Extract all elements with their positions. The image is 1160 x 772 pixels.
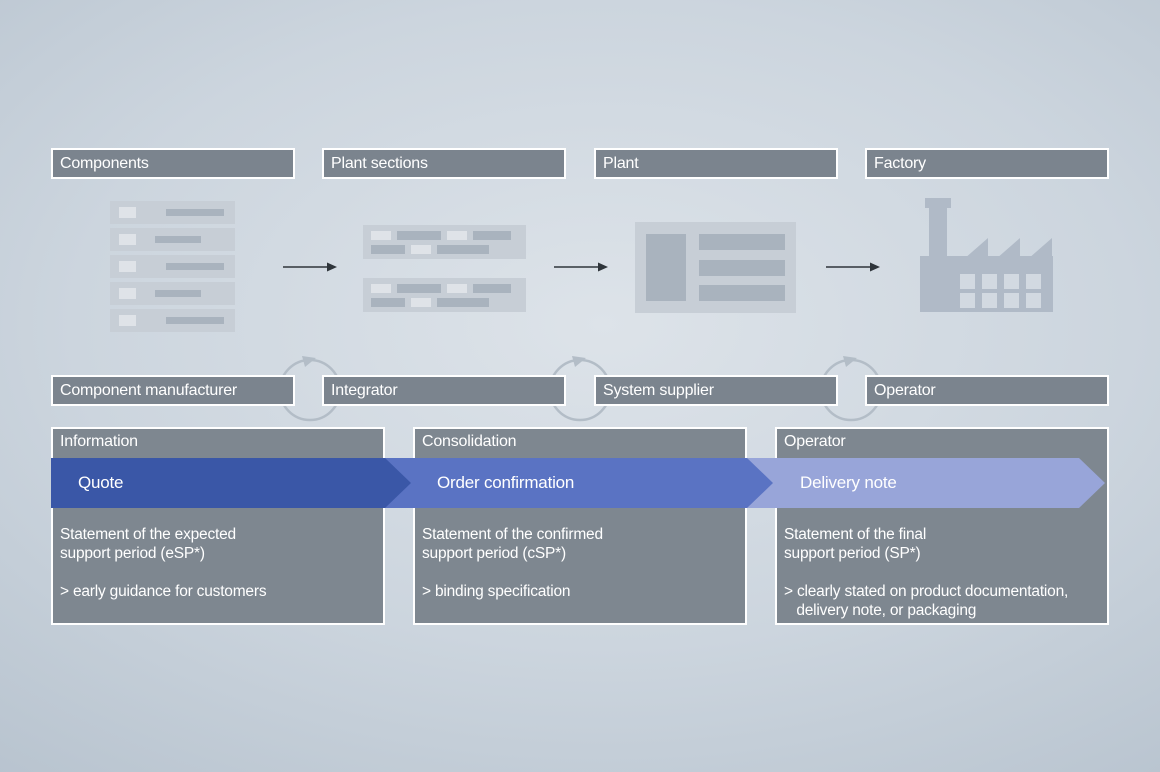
- role-header-system-supplier: System supplier: [594, 375, 838, 406]
- panel-information: Information Statement of the expected su…: [51, 427, 385, 625]
- panel-note: > binding specification: [422, 583, 571, 600]
- components-icon: [110, 201, 235, 336]
- band-label: Delivery note: [800, 473, 897, 492]
- panel-note: > early guidance for customers: [60, 583, 267, 600]
- role-label: Operator: [874, 382, 936, 399]
- panel-note: > clearly stated on product documentatio…: [784, 583, 1069, 619]
- panel-title: Information: [60, 433, 138, 450]
- stage-label: Factory: [874, 155, 926, 172]
- panel-consolidation: Consolidation Statement of the confirmed…: [413, 427, 747, 625]
- band-order-confirmation: Order confirmation: [385, 458, 773, 508]
- plant-icon: [635, 222, 796, 313]
- stage-header-factory: Factory: [865, 148, 1109, 179]
- stage-label: Plant sections: [331, 155, 428, 172]
- plant-sections-icon: [363, 225, 526, 312]
- role-label: System supplier: [603, 382, 714, 399]
- panel-statement: Statement of the final support period (S…: [784, 526, 927, 562]
- panel-operator: Operator Statement of the final support …: [775, 427, 1109, 625]
- role-header-integrator: Integrator: [322, 375, 566, 406]
- factory-icon: [920, 198, 1053, 317]
- stage-label: Components: [60, 155, 149, 172]
- panel-title: Consolidation: [422, 433, 517, 450]
- role-label: Integrator: [331, 382, 398, 399]
- stage-header-components: Components: [51, 148, 295, 179]
- band-label: Order confirmation: [437, 473, 575, 492]
- role-label: Component manufacturer: [60, 382, 238, 399]
- role-header-component-manufacturer: Component manufacturer: [51, 375, 295, 406]
- panel-statement: Statement of the confirmed support perio…: [422, 526, 603, 562]
- panel-title: Operator: [784, 433, 846, 450]
- band-label: Quote: [78, 473, 124, 492]
- band-delivery-note: Delivery note: [745, 458, 1105, 508]
- role-header-operator: Operator: [865, 375, 1109, 406]
- stage-header-plant: Plant: [594, 148, 838, 179]
- stage-header-plant-sections: Plant sections: [322, 148, 566, 179]
- flow-arrow-3: [826, 262, 880, 272]
- flow-arrow-1: [283, 262, 337, 272]
- panel-statement: Statement of the expected support period…: [60, 526, 236, 562]
- stage-label: Plant: [603, 155, 639, 172]
- flow-arrow-2: [554, 262, 608, 272]
- band-quote: Quote: [51, 458, 411, 508]
